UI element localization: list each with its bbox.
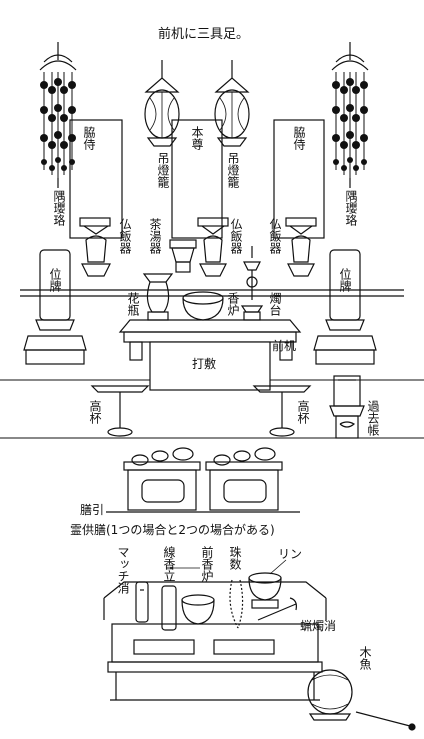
matchikeshi-icon — [135, 581, 149, 623]
label-kyoji-right: 脇侍 — [292, 126, 306, 150]
label-yoraku-left: 隅瓔珞 — [52, 190, 66, 226]
label-chatoki: 茶湯器 — [148, 218, 162, 254]
label-honzon: 本尊 — [190, 126, 204, 150]
label-maekoro: 前香炉 — [200, 546, 214, 582]
juzu-icon — [229, 579, 244, 629]
buppanki-left-icon — [79, 217, 111, 277]
label-takatsuki-left: 高杯 — [88, 400, 102, 424]
label-buppanki-center: 仏飯器 — [229, 218, 243, 254]
takatsuki-right-icon — [252, 385, 312, 437]
label-senkotate: 線香立 — [162, 546, 176, 582]
buppanki-right-icon — [285, 217, 317, 277]
ihai-right-icon — [313, 249, 377, 365]
rosokukeshi-icon — [257, 597, 297, 621]
label-koro: 香炉 — [226, 292, 240, 316]
chatoki-icon — [169, 239, 197, 273]
leader-lines — [170, 559, 287, 575]
label-kyoji-left: 脇侍 — [82, 126, 96, 150]
label-zenbiki: 膳引 — [80, 503, 105, 517]
label-rin: リン — [278, 547, 303, 561]
mokugyo-icon — [307, 669, 416, 731]
label-juzu: 珠数 — [228, 546, 242, 570]
koro-icon — [182, 291, 224, 321]
shokudai-icon — [240, 246, 264, 321]
label-kabin: 花瓶 — [126, 292, 140, 316]
bottom-table-icon — [103, 581, 327, 701]
rin-icon — [248, 572, 282, 609]
label-ihai-right: 位牌 — [338, 268, 352, 292]
label-takatsuki-right: 高杯 — [296, 400, 310, 424]
label-buppanki-left: 仏飯器 — [118, 218, 132, 254]
senkotate-icon — [161, 585, 177, 631]
label-reiguzen: 霊供膳(1つの場合と2つの場合がある) — [70, 523, 275, 537]
reiguzen-right-icon — [205, 447, 283, 511]
maezukue-table-icon — [118, 319, 302, 391]
label-rosokukeshi: 蝋燭消 — [300, 619, 337, 633]
label-tsuridoro-right: 吊燈籠 — [226, 152, 240, 188]
label-yoraku-right: 隅瓔珞 — [344, 190, 358, 226]
label-uchishiki: 打敷 — [192, 357, 217, 371]
label-mokugyo: 木魚 — [358, 646, 372, 670]
kabin-icon — [142, 273, 174, 321]
kakocho-icon — [329, 375, 365, 439]
yoraku-right-icon — [331, 42, 369, 188]
label-ihai-left: 位牌 — [48, 268, 62, 292]
buppanki-center-icon — [197, 217, 229, 277]
tsuridoro-right-icon — [214, 60, 250, 147]
label-matchikeshi: マッチ消 — [116, 546, 130, 594]
ihai-left-icon — [23, 249, 87, 365]
tsuridoro-left-icon — [144, 60, 180, 147]
reiguzen-left-icon — [123, 447, 201, 511]
diagram-title: 前机に三具足。 — [158, 27, 250, 42]
yoraku-left-icon — [39, 42, 77, 188]
label-tsuridoro-left: 吊燈籠 — [156, 152, 170, 188]
maekoro-icon — [181, 594, 215, 625]
label-shokudai: 燭台 — [268, 292, 282, 316]
label-buppanki-right: 仏飯器 — [268, 218, 282, 254]
label-kakocho: 過去帳 — [366, 400, 380, 436]
takatsuki-left-icon — [90, 385, 150, 437]
label-maezukue: 前机 — [272, 339, 297, 353]
